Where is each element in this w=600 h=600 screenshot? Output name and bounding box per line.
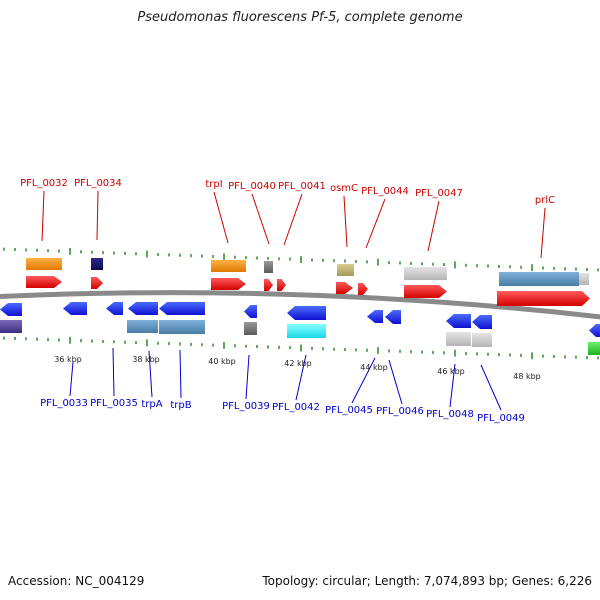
gene-box [337, 264, 354, 276]
gene-label-bottom: trpB [170, 400, 191, 411]
label-leader-line [41, 190, 45, 242]
gene-label-bottom: PFL_0035 [90, 398, 138, 409]
reverse-gene-arrow [63, 302, 87, 315]
gene-label-bottom: PFL_0033 [40, 398, 88, 409]
gene-box [472, 333, 492, 347]
reverse-gene-arrow [385, 310, 401, 324]
map-title: Pseudomonas fluorescens Pf-5, complete g… [137, 10, 463, 25]
gene-box [211, 260, 246, 272]
reverse-gene-arrow [446, 314, 471, 328]
reverse-gene-arrow [287, 306, 326, 320]
gene-label-top: prlC [535, 195, 555, 206]
label-leader-line [245, 354, 250, 400]
forward-gene-arrow [277, 279, 286, 291]
label-leader-lines [41, 190, 546, 411]
kbp-label: 38 kbp [132, 355, 160, 364]
gene-box [588, 342, 600, 355]
accession-label: Accession: NC_004129 [8, 574, 145, 588]
kbp-label: 48 kbp [513, 372, 541, 381]
label-leader-line [96, 190, 99, 241]
gene-box [127, 320, 158, 333]
label-leader-line [112, 347, 115, 397]
kbp-label: 46 kbp [437, 367, 465, 376]
kbp-label: 42 kbp [284, 359, 312, 368]
gene-box [579, 273, 589, 285]
reverse-gene-arrow [367, 310, 383, 323]
label-leader-line [69, 361, 74, 397]
gene-label-top: trpI [205, 179, 222, 190]
gene-label-top: PFL_0032 [20, 178, 68, 189]
kbp-label: 36 kbp [54, 355, 82, 364]
gene-box [26, 258, 62, 270]
kbp-label: 40 kbp [208, 357, 236, 366]
gene-box [446, 332, 471, 346]
label-leader-line [213, 191, 229, 244]
forward-gene-arrow [26, 276, 62, 288]
forward-gene-arrow [264, 279, 273, 291]
gene-label-top: PFL_0044 [361, 186, 409, 197]
gene-box [499, 272, 579, 286]
label-leader-line [351, 357, 376, 404]
gene-box [91, 258, 103, 270]
reverse-gene-arrow [128, 302, 158, 315]
forward-gene-arrow [404, 285, 447, 298]
gene-label-bottom: trpA [141, 399, 162, 410]
kbp-labels: 36 kbp 38 kbp 40 kbp 42 kbp 44 kbp 46 kbp 48 k… [54, 355, 541, 381]
gene-features [0, 258, 600, 355]
label-leader-line [343, 195, 348, 248]
reverse-gene-arrow [0, 303, 22, 316]
forward-gene-arrow [211, 278, 246, 290]
label-leader-line [179, 349, 182, 399]
label-leader-line [427, 200, 440, 252]
label-leader-line [283, 193, 303, 246]
gene-label-top: PFL_0047 [415, 188, 463, 199]
gene-label-bottom: PFL_0042 [272, 402, 320, 413]
gene-label-bottom: PFL_0046 [376, 406, 424, 417]
gene-label-top: PFL_0034 [74, 178, 122, 189]
forward-gene-arrow [91, 277, 103, 289]
gene-box [244, 322, 257, 335]
gene-box [0, 320, 22, 333]
label-leader-line [540, 207, 546, 259]
label-leader-line [365, 198, 386, 249]
genome-summary: Topology: circular; Length: 7,074,893 bp… [262, 574, 592, 588]
forward-gene-arrow [358, 283, 368, 295]
label-leader-line [148, 350, 153, 398]
gene-label-bottom: PFL_0039 [222, 401, 270, 412]
gene-label-bottom: PFL_0045 [325, 405, 373, 416]
label-leader-line [449, 363, 456, 408]
label-leader-line [295, 354, 307, 401]
reverse-gene-arrow [589, 324, 600, 337]
gene-label-top: PFL_0041 [278, 181, 326, 192]
reverse-gene-arrow [472, 315, 492, 329]
forward-gene-arrow [336, 282, 353, 294]
gene-label-bottom: PFL_0049 [477, 413, 525, 424]
label-leader-line [480, 364, 502, 411]
reverse-gene-arrow [106, 302, 123, 315]
label-leader-line [251, 193, 270, 245]
gene-box [404, 267, 447, 280]
kbp-label: 44 kbp [360, 363, 388, 372]
gene-label-bottom: PFL_0048 [426, 409, 474, 420]
tick-marks [3, 247, 599, 360]
gene-box [287, 324, 326, 338]
label-leader-line [388, 359, 403, 405]
forward-gene-arrow [497, 291, 590, 306]
gene-box [159, 320, 205, 334]
gene-label-top: osmC [330, 183, 358, 194]
reverse-gene-arrow [159, 302, 205, 315]
gene-box [264, 261, 273, 273]
gene-label-top: PFL_0040 [228, 181, 276, 192]
reverse-gene-arrow [244, 305, 257, 318]
genome-backbone [0, 290, 600, 320]
